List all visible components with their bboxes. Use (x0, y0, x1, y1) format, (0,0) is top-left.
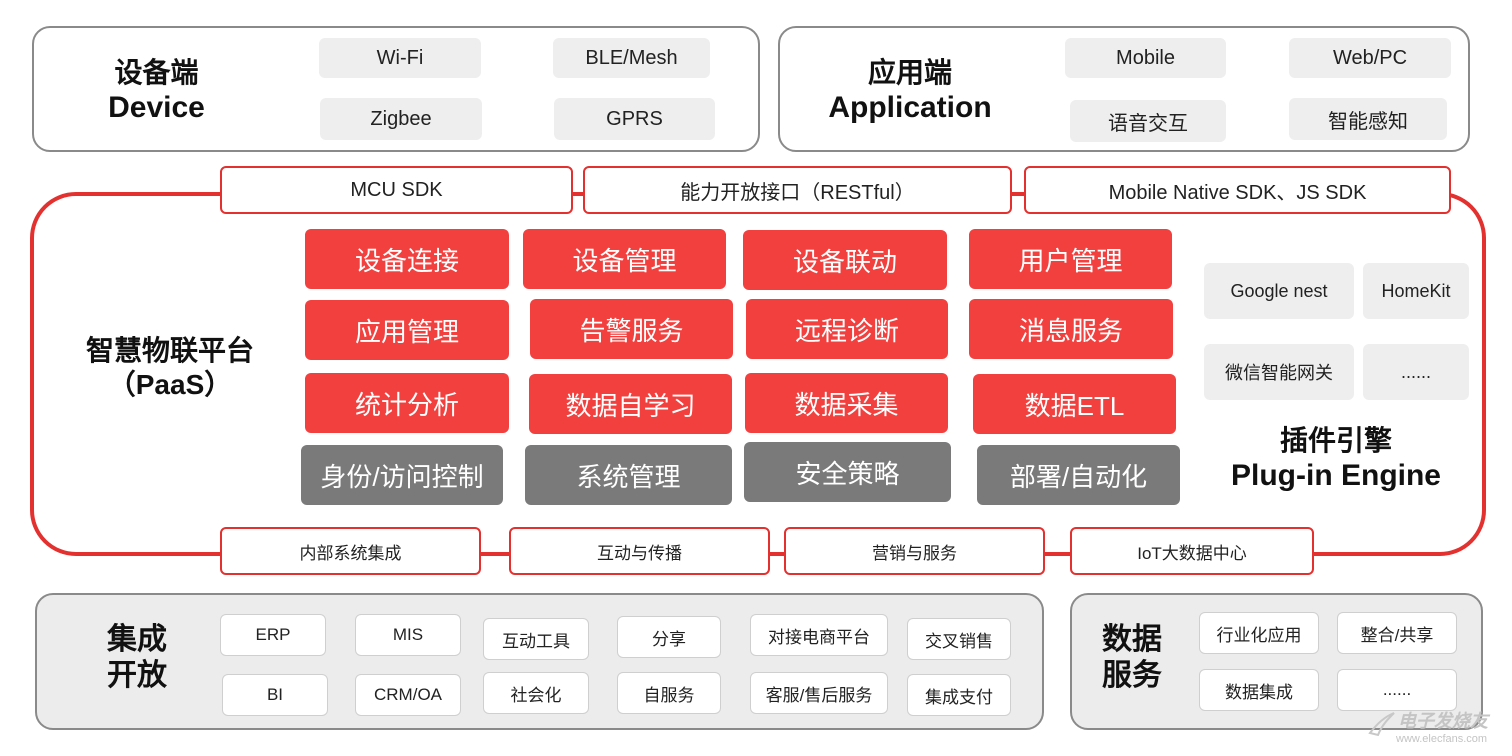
data-service-title: 数据 服务 (1082, 622, 1182, 694)
module-remote-diagnosis[interactable]: 远程诊断 (746, 299, 948, 359)
integration-item-ecommerce[interactable]: 对接电商平台 (750, 614, 888, 656)
application-title: 应用端 Application (800, 56, 1020, 126)
integration-item-cross-sell[interactable]: 交叉销售 (907, 618, 1011, 660)
device-item-wifi[interactable]: Wi-Fi (319, 38, 481, 78)
integration-item-erp[interactable]: ERP (220, 614, 326, 656)
watermark-text-cn: 电子发烧友 (1398, 711, 1488, 731)
application-item-mobile[interactable]: Mobile (1065, 38, 1226, 78)
integration-title-line1: 集成 (107, 623, 167, 656)
tab-iot-bigdata[interactable]: IoT大数据中心 (1070, 527, 1314, 575)
tab-mcu-sdk[interactable]: MCU SDK (220, 166, 573, 214)
application-title-cn: 应用端 (867, 57, 952, 88)
module-alert-service[interactable]: 告警服务 (530, 299, 733, 359)
application-title-en: Application (828, 90, 992, 124)
integration-item-social[interactable]: 社会化 (483, 672, 589, 714)
data-service-item-industry[interactable]: 行业化应用 (1199, 612, 1319, 654)
device-item-gprs[interactable]: GPRS (554, 98, 715, 140)
plugin-wechat-gateway[interactable]: 微信智能网关 (1204, 344, 1354, 400)
tab-mobile-js-sdk[interactable]: Mobile Native SDK、JS SDK (1024, 166, 1451, 214)
platform-title-paas: （PaaS） (107, 368, 233, 400)
integration-item-self-service[interactable]: 自服务 (617, 672, 721, 714)
module-deploy-automation[interactable]: 部署/自动化 (977, 445, 1180, 505)
integration-item-mis[interactable]: MIS (355, 614, 461, 656)
device-item-ble-mesh[interactable]: BLE/Mesh (553, 38, 710, 78)
application-item-voice[interactable]: 语音交互 (1070, 100, 1226, 142)
plugin-engine-title: 插件引擎 Plug-in Engine (1214, 424, 1458, 494)
module-system-manage[interactable]: 系统管理 (525, 445, 732, 505)
plugin-engine-title-cn: 插件引擎 (1279, 425, 1392, 456)
application-item-web-pc[interactable]: Web/PC (1289, 38, 1451, 78)
module-message-service[interactable]: 消息服务 (969, 299, 1173, 359)
device-title-en: Device (108, 90, 205, 124)
tab-internal-integration[interactable]: 内部系统集成 (220, 527, 481, 575)
device-title-cn: 设备端 (114, 57, 199, 88)
module-device-manage[interactable]: 设备管理 (523, 229, 726, 289)
module-device-connect[interactable]: 设备连接 (305, 229, 509, 289)
application-panel: 应用端 Application Mobile Web/PC 语音交互 智能感知 (778, 26, 1470, 152)
platform-title: 智慧物联平台 （PaaS） (70, 334, 270, 401)
plugin-more[interactable]: ...... (1363, 344, 1469, 400)
integration-item-share[interactable]: 分享 (617, 616, 721, 658)
module-data-collection[interactable]: 数据采集 (745, 373, 948, 433)
integration-item-customer-service[interactable]: 客服/售后服务 (750, 672, 888, 714)
tab-marketing-service[interactable]: 营销与服务 (784, 527, 1045, 575)
module-data-self-learning[interactable]: 数据自学习 (529, 374, 732, 434)
data-service-panel: 数据 服务 行业化应用 整合/共享 数据集成 ...... (1070, 593, 1483, 730)
watermark-logo-icon (1368, 712, 1395, 737)
tab-interaction-spread[interactable]: 互动与传播 (509, 527, 770, 575)
watermark: 电子发烧友 www.elecfans.com (1366, 703, 1506, 753)
platform-title-cn: 智慧物联平台 (85, 335, 254, 366)
plugin-homekit[interactable]: HomeKit (1363, 263, 1469, 319)
integration-item-bi[interactable]: BI (222, 674, 328, 716)
data-service-item-more[interactable]: ...... (1337, 669, 1457, 711)
module-app-manage[interactable]: 应用管理 (305, 300, 509, 360)
integration-title: 集成 开放 (87, 622, 187, 694)
integration-panel: 集成 开放 ERP MIS 互动工具 分享 对接电商平台 交叉销售 BI CRM… (35, 593, 1044, 730)
device-title: 设备端 Device (84, 56, 229, 126)
data-service-item-data-integration[interactable]: 数据集成 (1199, 669, 1319, 711)
data-service-title-line2: 服务 (1102, 659, 1162, 692)
module-data-etl[interactable]: 数据ETL (973, 374, 1176, 434)
integration-item-payment[interactable]: 集成支付 (907, 674, 1011, 716)
data-service-title-line1: 数据 (1102, 623, 1162, 656)
integration-item-crm-oa[interactable]: CRM/OA (355, 674, 461, 716)
device-panel: 设备端 Device Wi-Fi BLE/Mesh Zigbee GPRS (32, 26, 760, 152)
module-user-manage[interactable]: 用户管理 (969, 229, 1172, 289)
device-item-zigbee[interactable]: Zigbee (320, 98, 482, 140)
tab-restful-api[interactable]: 能力开放接口（RESTful） (583, 166, 1012, 214)
plugin-google-nest[interactable]: Google nest (1204, 263, 1354, 319)
watermark-text-url: www.elecfans.com (1396, 733, 1488, 745)
module-device-linkage[interactable]: 设备联动 (743, 230, 947, 290)
data-service-item-integrate-share[interactable]: 整合/共享 (1337, 612, 1457, 654)
module-identity-access[interactable]: 身份/访问控制 (301, 445, 503, 505)
application-item-smart-sensing[interactable]: 智能感知 (1289, 98, 1447, 140)
integration-item-interaction-tools[interactable]: 互动工具 (483, 618, 589, 660)
plugin-engine-title-en: Plug-in Engine (1231, 458, 1441, 492)
integration-title-line2: 开放 (107, 659, 167, 692)
module-statistics[interactable]: 统计分析 (305, 373, 509, 433)
module-security-policy[interactable]: 安全策略 (744, 442, 951, 502)
